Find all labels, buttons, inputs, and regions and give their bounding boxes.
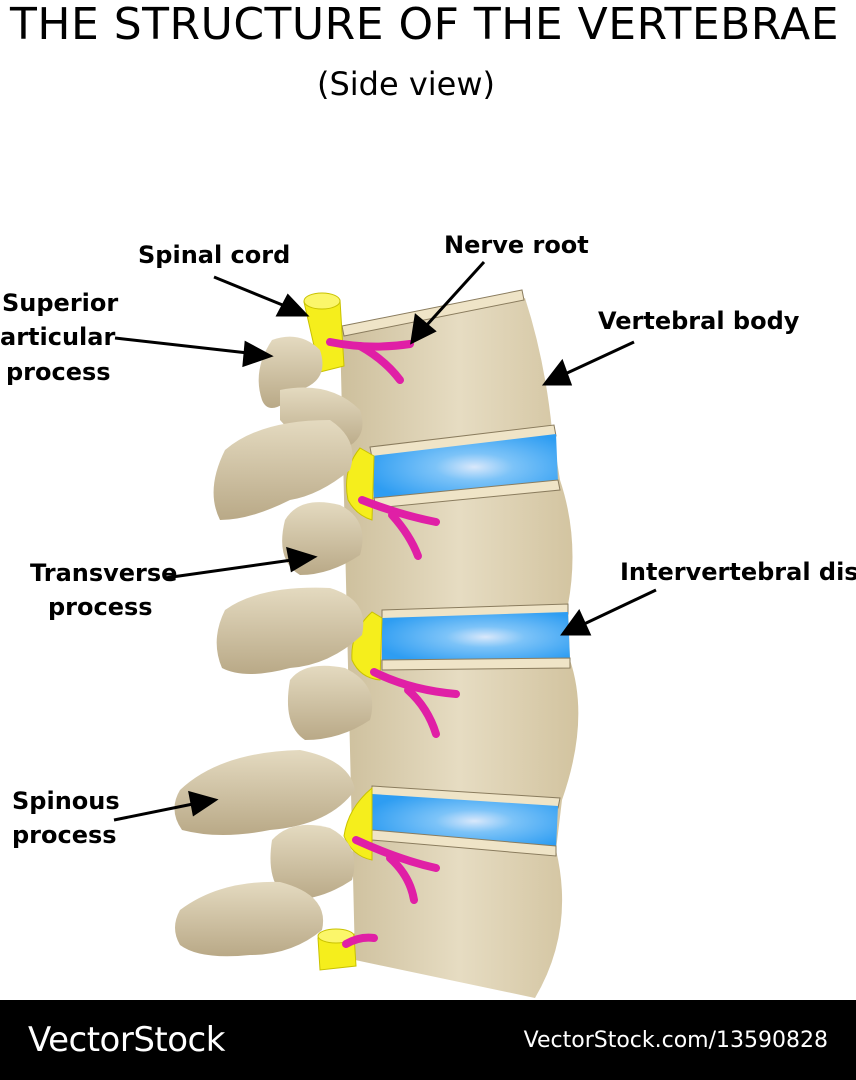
label-transverse-line1: Transverse [30,559,178,587]
label-superior-line2: articular [0,323,116,351]
label-transverse-line2: process [48,593,153,621]
label-spinous-line2: process [12,821,117,849]
pointer-arrows [113,260,657,822]
footer-brand: VectorStock [28,1020,225,1060]
end-plate [341,289,525,337]
posterior-processes [174,336,373,957]
label-superior-line3: process [6,358,111,386]
label-spinal-cord: Spinal cord [138,241,291,269]
vertebrae-illustration [113,260,657,998]
end-plate [381,657,571,671]
diagram-title: THE STRUCTURE OF THE VERTEBRAE [10,0,839,50]
watermark-footer: VectorStock VectorStock.com/13590828 [0,1000,856,1080]
label-superior-line1: Superior [2,289,119,317]
label-vertebral-body: Vertebral body [598,307,800,335]
label-nerve-root: Nerve root [444,231,589,259]
nerve-roots [326,338,460,948]
diagram-subtitle: (Side view) [316,65,496,103]
label-spinous-line1: Spinous [12,787,120,815]
spinal-cord [303,292,383,971]
intervertebral-disc-1 [372,434,558,500]
footer-url: VectorStock.com/13590828 [523,1028,828,1053]
intervertebral-disc-2 [382,612,570,662]
label-intervertebral-disc: Intervertebral disc [620,558,856,586]
